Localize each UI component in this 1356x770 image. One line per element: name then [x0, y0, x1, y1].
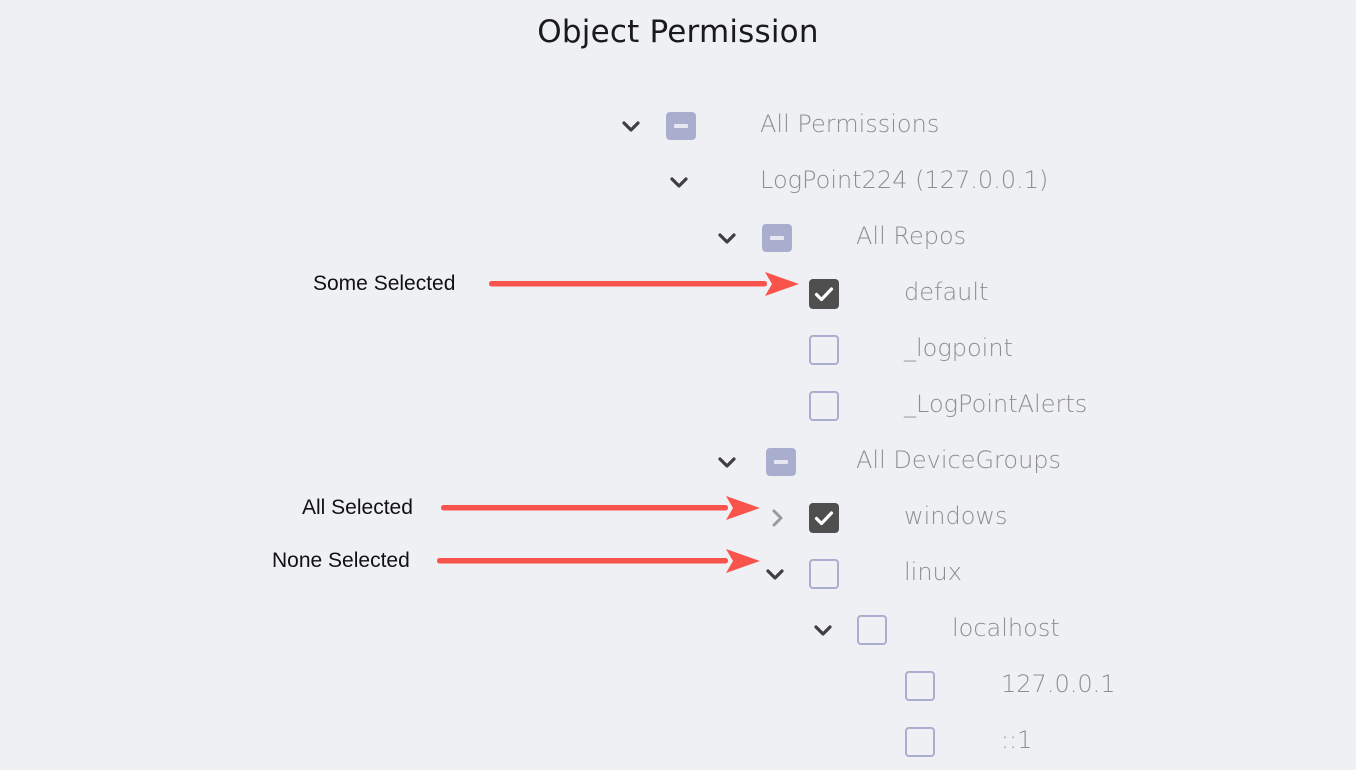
checkbox-checked[interactable]	[809, 279, 839, 309]
tree-row[interactable]: windows	[0, 490, 1356, 546]
chevron-down-icon[interactable]	[810, 617, 836, 643]
tree-row[interactable]: ::1	[0, 714, 1356, 770]
tree-node-label: linux	[904, 558, 962, 586]
checkbox-unchecked[interactable]	[809, 391, 839, 421]
annotation-label: Some Selected	[313, 272, 456, 295]
chevron-down-icon[interactable]	[762, 561, 788, 587]
chevron-right-icon[interactable]	[764, 505, 790, 531]
annotation-arrow-icon	[441, 494, 760, 522]
tree-node-label: All Repos	[856, 222, 967, 250]
tree-row[interactable]: All DeviceGroups	[0, 434, 1356, 490]
page-title: Object Permission	[537, 14, 819, 50]
checkbox-indeterminate[interactable]	[762, 224, 792, 252]
checkbox-unchecked[interactable]	[809, 335, 839, 365]
tree-node-label: ::1	[1001, 726, 1033, 754]
annotation-label: None Selected	[272, 549, 410, 572]
checkbox-unchecked[interactable]	[857, 615, 887, 645]
chevron-down-icon[interactable]	[714, 449, 740, 475]
annotation-label: All Selected	[302, 496, 413, 519]
tree-node-label: _logpoint	[904, 334, 1013, 362]
chevron-down-icon[interactable]	[714, 225, 740, 251]
tree-node-label: All DeviceGroups	[856, 446, 1062, 474]
tree-row[interactable]: default	[0, 266, 1356, 322]
chevron-down-icon[interactable]	[666, 169, 692, 195]
tree-row[interactable]: All Repos	[0, 210, 1356, 266]
tree-row[interactable]: _LogPointAlerts	[0, 378, 1356, 434]
annotation-none-selected: None Selected	[0, 541, 1356, 581]
tree-row[interactable]: All Permissions	[0, 98, 1356, 154]
checkbox-unchecked[interactable]	[809, 559, 839, 589]
tree-row[interactable]: _logpoint	[0, 322, 1356, 378]
checkbox-unchecked[interactable]	[905, 727, 935, 757]
tree-row[interactable]: LogPoint224 (127.0.0.1)	[0, 154, 1356, 210]
tree-row[interactable]: 127.0.0.1	[0, 658, 1356, 714]
annotation-arrow-icon	[437, 547, 760, 575]
tree-row[interactable]: linux	[0, 546, 1356, 602]
checkbox-checked[interactable]	[809, 503, 839, 533]
tree-node-label: localhost	[952, 614, 1060, 642]
checkbox-indeterminate[interactable]	[666, 112, 696, 140]
chevron-down-icon[interactable]	[618, 113, 644, 139]
checkbox-unchecked[interactable]	[905, 671, 935, 701]
checkbox-indeterminate[interactable]	[766, 448, 796, 476]
annotation-some-selected: Some Selected	[0, 264, 1356, 304]
tree-node-label: default	[904, 278, 989, 306]
annotation-arrow-icon	[489, 270, 799, 298]
tree-node-label: _LogPointAlerts	[904, 390, 1088, 418]
tree-node-label: LogPoint224 (127.0.0.1)	[760, 166, 1049, 194]
tree-node-label: 127.0.0.1	[1001, 670, 1116, 698]
tree-node-label: windows	[904, 502, 1008, 530]
annotation-all-selected: All Selected	[0, 488, 1356, 528]
tree-node-label: All Permissions	[760, 110, 940, 138]
tree-row[interactable]: localhost	[0, 602, 1356, 658]
